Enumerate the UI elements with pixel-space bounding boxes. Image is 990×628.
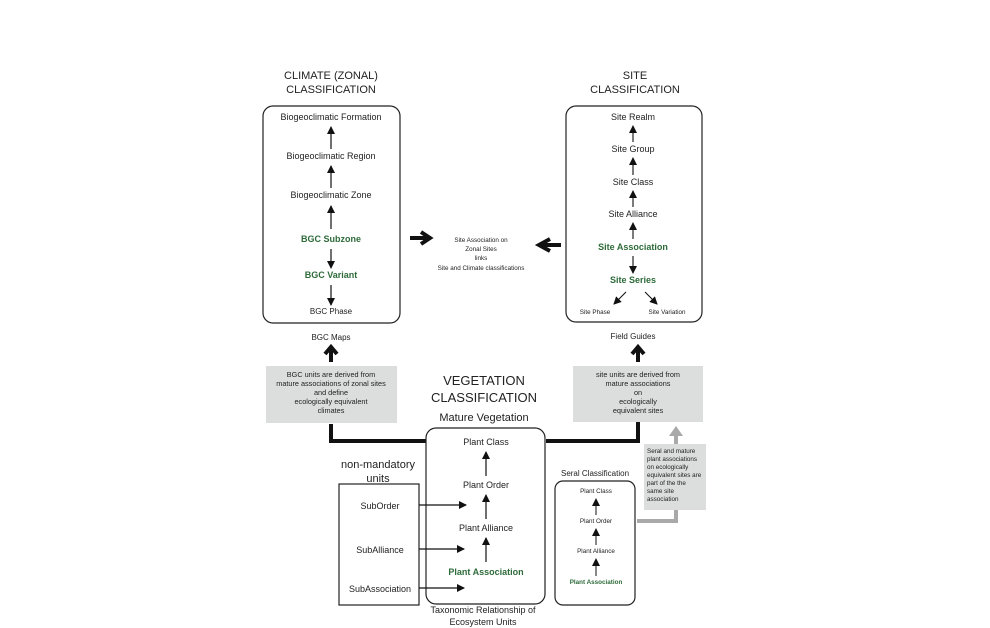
seral-unit-order: Plant Order	[580, 518, 612, 525]
vegetation-heading-line1: VEGETATION	[443, 373, 525, 388]
climate-heading-line2: CLASSIFICATION	[286, 84, 376, 96]
caption-line1: Taxonomic Relationship of	[430, 605, 536, 615]
site-note-line: on	[634, 388, 642, 397]
site-unit-realm: Site Realm	[611, 112, 655, 122]
climate-note-box	[266, 366, 397, 423]
climate-box	[262, 105, 401, 324]
connector-right	[546, 422, 640, 443]
field-guides-arrow	[630, 343, 646, 362]
veg-unit-alliance: Plant Alliance	[459, 523, 513, 533]
seral-note-line: Seral and mature	[647, 448, 696, 455]
climate-note-line: climates	[318, 406, 345, 415]
climate-unit-formation: Biogeoclimatic Formation	[280, 112, 381, 122]
climate-note-line: and define	[314, 388, 348, 397]
seral-note-box	[644, 444, 706, 510]
climate-note-line: BGC units are derived from	[287, 370, 375, 379]
site-heading-line1: SITE	[623, 70, 647, 82]
seral-note-line: association	[647, 496, 679, 503]
seral-unit-class: Plant Class	[580, 488, 612, 495]
sub-unit-association: SubAssociation	[349, 584, 411, 594]
non-mandatory-arrows	[419, 501, 467, 592]
climate-note-line: mature associations of zonal sites	[276, 379, 386, 388]
sub-unit-alliance: SubAlliance	[356, 545, 404, 555]
site-note-line: mature associations	[606, 379, 671, 388]
seral-heading: Seral Classification	[561, 469, 629, 478]
caption-line2: Ecosystem Units	[449, 617, 517, 627]
arrow-down-left	[613, 291, 627, 305]
veg-unit-class: Plant Class	[463, 437, 509, 447]
site-note-line: ecologically	[619, 397, 657, 406]
center-link-line: Site Association on	[454, 237, 508, 244]
site-unit-variation: Site Variation	[649, 309, 686, 316]
connector-left	[329, 424, 426, 443]
arrow-to-center-right	[534, 237, 561, 253]
seral-note-line: part of the the	[647, 480, 686, 487]
site-unit-association: Site Association	[598, 242, 668, 252]
seral-note-line: plant associations	[647, 456, 697, 463]
non-mandatory-heading-line2: units	[366, 473, 390, 485]
arrow-to-center-left	[410, 230, 434, 246]
center-link-line: Site and Climate classifications	[438, 265, 525, 272]
climate-unit-region: Biogeoclimatic Region	[286, 151, 375, 161]
site-heading-line2: CLASSIFICATION	[590, 84, 680, 96]
climate-unit-variant: BGC Variant	[305, 270, 358, 280]
site-box	[565, 105, 703, 323]
climate-heading-line1: CLIMATE (ZONAL)	[284, 70, 378, 82]
climate-unit-subzone: BGC Subzone	[301, 234, 361, 244]
seral-note-line: equivalent sites are	[647, 472, 702, 479]
veg-unit-order: Plant Order	[463, 480, 509, 490]
seral-connector-arrowhead	[669, 426, 683, 436]
arrow-down-right	[644, 291, 658, 305]
non-mandatory-heading-line1: non-mandatory	[341, 459, 415, 471]
site-unit-class: Site Class	[613, 177, 654, 187]
climate-unit-zone: Biogeoclimatic Zone	[290, 190, 371, 200]
site-note-line: equivalent sites	[613, 406, 664, 415]
site-note-line: site units are derived from	[596, 370, 680, 379]
site-unit-phase: Site Phase	[580, 309, 611, 316]
center-link-line: links	[475, 255, 488, 262]
site-unit-group: Site Group	[611, 144, 654, 154]
seral-note-line: same site	[647, 488, 674, 495]
bgc-maps-arrow	[323, 343, 339, 362]
veg-unit-association: Plant Association	[448, 567, 523, 577]
site-unit-series: Site Series	[610, 275, 656, 285]
climate-note-line: ecologically equivalent	[294, 397, 367, 406]
site-note-box	[573, 366, 703, 422]
vegetation-heading-line2: CLASSIFICATION	[431, 390, 537, 405]
bgc-maps-label: BGC Maps	[311, 333, 350, 342]
center-link-line: Zonal Sites	[465, 246, 497, 253]
seral-unit-alliance: Plant Alliance	[577, 548, 615, 555]
vegetation-box	[425, 427, 546, 605]
seral-box	[554, 480, 636, 606]
non-mandatory-box	[338, 483, 420, 606]
sub-unit-order: SubOrder	[360, 501, 399, 511]
field-guides-label: Field Guides	[611, 332, 656, 341]
site-arrows	[613, 125, 658, 305]
site-unit-alliance: Site Alliance	[608, 209, 657, 219]
climate-unit-phase: BGC Phase	[310, 307, 353, 316]
seral-unit-association: Plant Association	[570, 579, 623, 586]
seral-note-line: on ecologically	[647, 464, 689, 471]
vegetation-subheading: Mature Vegetation	[439, 412, 528, 424]
